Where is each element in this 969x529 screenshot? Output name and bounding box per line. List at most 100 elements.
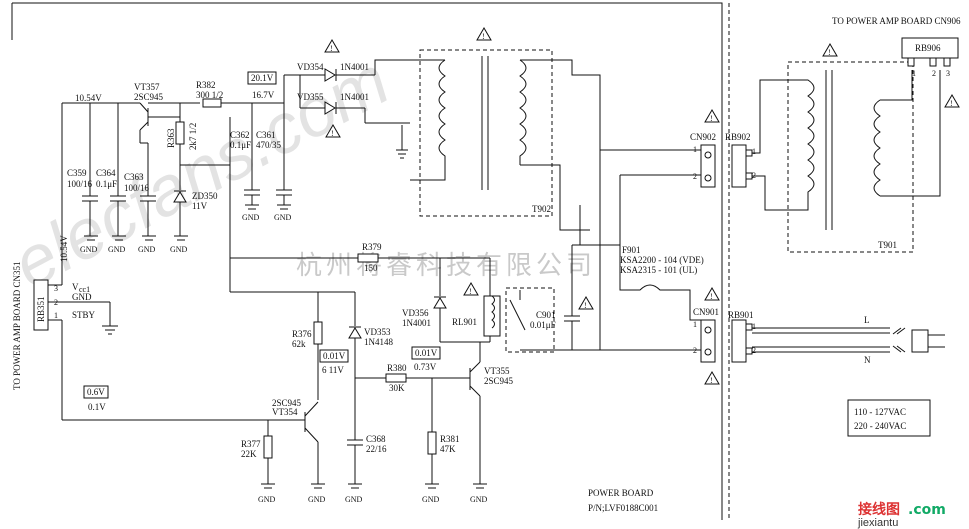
svg-text:1: 1 [912, 69, 916, 78]
svg-text:GND: GND [470, 495, 488, 504]
svg-text:!: ! [482, 32, 485, 41]
svg-text:VD354: VD354 [297, 62, 324, 72]
svg-text:GND: GND [422, 495, 440, 504]
svg-text:!: ! [469, 287, 472, 296]
warning-icon: ! [325, 124, 341, 138]
connector-rb902: 1 2 [731, 144, 756, 188]
svg-text:RB906: RB906 [915, 43, 941, 53]
svg-text:C361: C361 [256, 130, 276, 140]
svg-text:接线图: 接线图 [858, 501, 900, 518]
svg-text:GND: GND [274, 213, 292, 222]
v-20-1: 20.1V [251, 73, 274, 83]
svg-text:C368: C368 [366, 434, 386, 444]
svg-text:!: ! [950, 99, 953, 108]
resistor-r376: R376 62k [292, 292, 323, 400]
relay-contact-outline [505, 287, 555, 353]
resistor-r363: R363 2k7 1/2 [166, 103, 198, 165]
v-0-6-box [83, 385, 109, 399]
resistor-r377: R377 22K [241, 420, 273, 484]
svg-text:V: V [72, 282, 79, 292]
svg-text:3: 3 [946, 69, 950, 78]
cap-c363: C363 100/16 [124, 143, 156, 236]
svg-text:VD353: VD353 [364, 327, 391, 337]
svg-text:GND: GND [258, 495, 276, 504]
v-10-54: 10.54V [75, 93, 102, 103]
diode-vd356: VD356 1N4001 [402, 258, 447, 342]
svg-text:110 - 127VAC: 110 - 127VAC [854, 407, 906, 417]
svg-text:1N4001: 1N4001 [402, 318, 431, 328]
warning-icon: ! [463, 282, 479, 296]
svg-text:VD356: VD356 [402, 308, 429, 318]
transformer-t902: T902 [364, 56, 601, 231]
cap-c901: C901 0.01μF [530, 245, 580, 350]
svg-text:R376: R376 [292, 329, 312, 339]
svg-text:GND: GND [80, 245, 98, 254]
resistor-r379: R379 150 [230, 242, 490, 273]
svg-text:KSA2315 - 101 (UL): KSA2315 - 101 (UL) [620, 265, 697, 275]
svg-text:GND: GND [345, 495, 363, 504]
svg-text:470/35: 470/35 [256, 140, 282, 150]
svg-text:100/16: 100/16 [124, 183, 150, 193]
svg-text:ZD350: ZD350 [192, 191, 218, 201]
svg-text:0.1μF: 0.1μF [230, 140, 251, 150]
svg-text:2SC945: 2SC945 [272, 398, 302, 408]
diode-vd355: VD355 1N4001 [297, 92, 369, 115]
svg-text:2SC945: 2SC945 [134, 92, 164, 102]
svg-text:R363: R363 [166, 128, 176, 148]
svg-text:62k: 62k [292, 339, 306, 349]
svg-text:22/16: 22/16 [366, 444, 387, 454]
connector-cn902: 1 2 [693, 144, 716, 188]
relay-rl901: RL901 [440, 258, 501, 343]
transistor-vt354: 2SC945 VT354 [268, 398, 319, 484]
svg-text:1N4001: 1N4001 [340, 92, 369, 102]
svg-text:150: 150 [364, 263, 378, 273]
svg-text:!: ! [828, 48, 831, 57]
diode-vd354: VD354 1N4001 [297, 62, 375, 82]
svg-text:47K: 47K [440, 444, 456, 454]
svg-text:R381: R381 [440, 434, 460, 444]
connector-rb901: 1 2 [731, 319, 756, 363]
cap-c364: C364 0.1μF [96, 103, 126, 236]
v-16-7: 16.7V [252, 90, 275, 100]
resistor-r380: R380 30K [355, 363, 470, 393]
v-0-73: 0.73V [414, 362, 437, 372]
svg-text:R379: R379 [362, 242, 382, 252]
connector-rb351: RB351 3 2 1 V cc1 GND STBY [33, 279, 96, 331]
svg-text:1N4001: 1N4001 [340, 62, 369, 72]
svg-text:0.1μF: 0.1μF [96, 179, 117, 189]
ground-symbols: GND GND GND GND GND GND GND GND GND GND … [80, 204, 488, 504]
svg-text:GND: GND [72, 292, 92, 302]
svg-text:VT355: VT355 [484, 366, 510, 376]
rb901-label: RB901 [728, 310, 754, 320]
svg-text:!: ! [710, 292, 713, 301]
svg-text:!: ! [330, 44, 333, 53]
to-power-amp-cn906: TO POWER AMP BOARD CN906 [832, 16, 961, 26]
warning-icon: ! [476, 27, 492, 41]
ac-power-cord: L N [752, 315, 945, 365]
svg-text:1: 1 [54, 311, 58, 320]
svg-text:100/16: 100/16 [67, 179, 93, 189]
svg-text:C364: C364 [96, 168, 116, 178]
svg-text:1: 1 [752, 147, 756, 156]
svg-text:VT357: VT357 [134, 82, 160, 92]
watermark-company: 杭州将睿科技有限公司 [296, 251, 596, 281]
svg-text:VD355: VD355 [297, 92, 324, 102]
transistor-vt355: VT355 2SC945 [469, 341, 514, 484]
svg-text:N: N [864, 355, 871, 365]
svg-text:1N4148: 1N4148 [364, 337, 393, 347]
to-power-amp-cn351: TO POWER AMP BOARD CN351 [12, 261, 22, 390]
svg-text:C359: C359 [67, 168, 87, 178]
svg-text:2SC945: 2SC945 [484, 376, 514, 386]
v-0-01-a: 0.01V [323, 351, 346, 361]
warning-icon: ! [704, 287, 720, 301]
warning-icon: ! [944, 94, 960, 108]
svg-text:F901: F901 [622, 245, 641, 255]
warning-icon: ! [578, 296, 594, 310]
svg-text:2: 2 [693, 172, 697, 181]
v-0-1: 0.1V [88, 402, 106, 412]
svg-text:2: 2 [932, 69, 936, 78]
warning-icon: ! [704, 109, 720, 123]
svg-text:!: ! [710, 114, 713, 123]
svg-text:1: 1 [693, 320, 697, 329]
ground-symbol [72, 301, 118, 335]
